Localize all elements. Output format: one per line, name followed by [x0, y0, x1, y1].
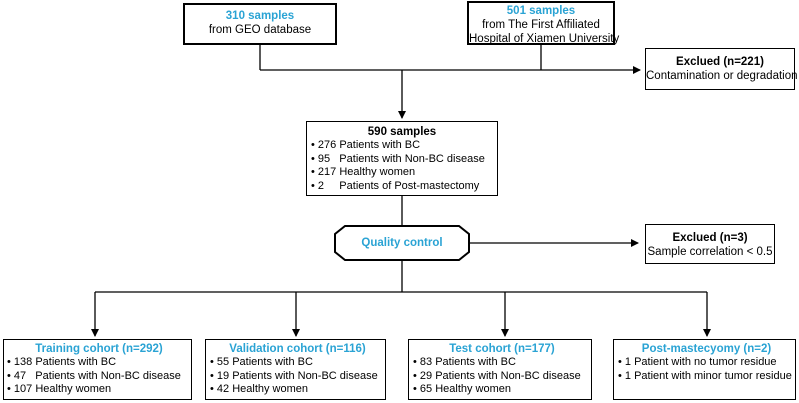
validation-cohort-list: • 55 Patients with BC • 19 Patients with…	[210, 356, 385, 397]
source-geo-origin: from GEO database	[208, 24, 312, 36]
test-cohort-title: Test cohort (n=177)	[449, 343, 555, 355]
exclusion-2-reason: Sample correlation < 0.5	[647, 246, 773, 258]
training-cohort-title: Training cohort (n=292)	[35, 343, 163, 355]
test-cohort-box: Test cohort (n=177) • 83 Patients with B…	[408, 339, 592, 400]
cohort-item: • 107 Healthy women	[7, 383, 112, 395]
post-mastectomy-title: Post-mastecyomy (n=2)	[641, 343, 772, 355]
exclusion-1-reason: Contamination or degradation	[646, 70, 798, 82]
quality-control-shape	[334, 225, 470, 261]
exclusion-1-box: Exclued (n=221) Contamination or degrada…	[645, 48, 798, 90]
cohort-item: • 29 Patients with Non-BC disease	[413, 369, 581, 382]
combined-item: • 2 Patients of Post-mastectomy	[311, 179, 480, 192]
quality-control-label: Quality control	[361, 237, 443, 249]
combined-item: • 276 Patients with BC	[311, 139, 421, 151]
validation-cohort-title: Validation cohort (n=116)	[229, 343, 366, 355]
cohort-item: • 138 Patients with BC	[7, 356, 117, 368]
exclusion-1-title: Exclued (n=221)	[676, 56, 764, 68]
post-mastectomy-box: Post-mastecyomy (n=2) • 1 Patient with n…	[613, 339, 796, 400]
cohort-item: • 1 Patient with no tumor residue	[618, 356, 777, 368]
source-geo-box: 310 samples from GEO database	[183, 3, 337, 45]
training-cohort-list: • 138 Patients with BC • 47 Patients wit…	[7, 356, 191, 397]
cohort-item: • 42 Healthy women	[210, 383, 309, 395]
cohort-item: • 47 Patients with Non-BC disease	[7, 369, 181, 382]
source-hospital-origin-line2: Hospital of Xiamen University	[469, 33, 620, 45]
combined-box: 590 samples • 276 Patients with BC • 95 …	[306, 121, 498, 196]
combined-item: • 95 Patients with Non-BC disease	[311, 152, 485, 165]
combined-item: • 217 Healthy women	[311, 166, 416, 178]
cohort-item: • 1 Patient with minor tumor residue	[618, 369, 792, 382]
exclusion-2-box: Exclued (n=3) Sample correlation < 0.5	[645, 224, 775, 264]
cohort-item: • 55 Patients with BC	[210, 356, 313, 368]
cohort-item: • 19 Patients with Non-BC disease	[210, 369, 378, 382]
cohort-item: • 83 Patients with BC	[413, 356, 516, 368]
validation-cohort-box: Validation cohort (n=116) • 55 Patients …	[205, 339, 386, 400]
post-mastectomy-list: • 1 Patient with no tumor residue • 1 Pa…	[618, 356, 795, 383]
source-hospital-box: 501 samples from The First Affiliated Ho…	[467, 1, 620, 45]
exclusion-2-title: Exclued (n=3)	[672, 232, 748, 244]
combined-list: • 276 Patients with BC • 95 Patients wit…	[311, 139, 497, 193]
source-geo-count: 310 samples	[225, 10, 295, 22]
combined-title: 590 samples	[367, 126, 437, 138]
source-hospital-count: 501 samples	[506, 5, 576, 17]
source-hospital-origin-line1: from The First Affiliated	[482, 19, 600, 31]
training-cohort-box: Training cohort (n=292) • 138 Patients w…	[3, 339, 192, 400]
test-cohort-list: • 83 Patients with BC • 29 Patients with…	[413, 356, 591, 397]
cohort-item: • 65 Healthy women	[413, 383, 512, 395]
